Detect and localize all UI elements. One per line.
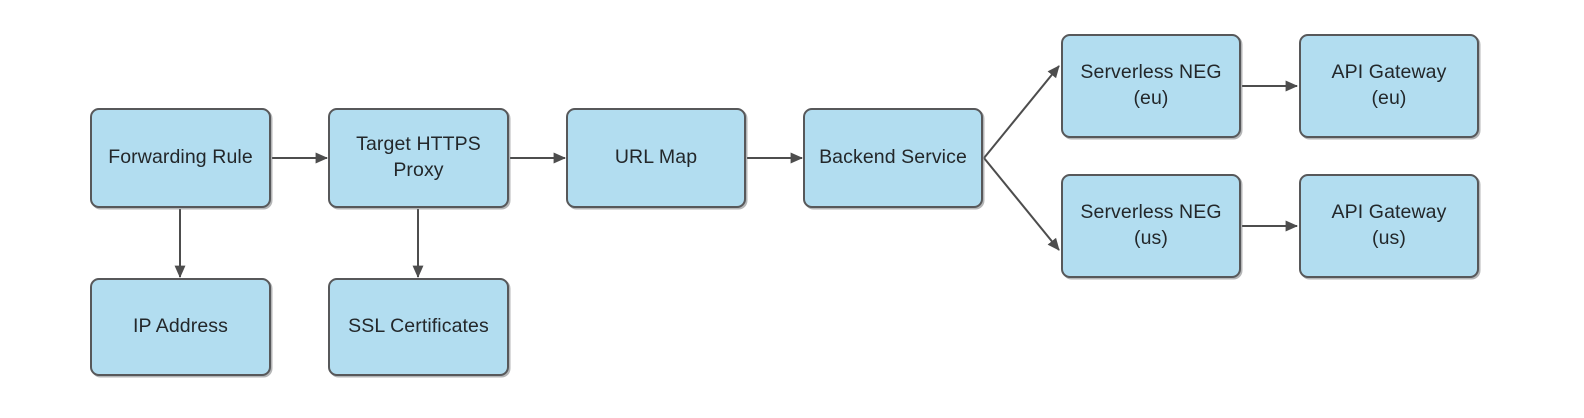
node-label-serverless-neg-eu: Serverless NEG (eu): [1080, 61, 1222, 109]
node-api-gateway-us[interactable]: API Gateway (us): [1299, 174, 1479, 278]
node-url-map[interactable]: URL Map: [566, 108, 746, 208]
node-target-https-proxy[interactable]: Target HTTPS Proxy: [328, 108, 509, 208]
node-serverless-neg-us[interactable]: Serverless NEG (us): [1061, 174, 1241, 278]
node-label-ip-address: IP Address: [133, 315, 228, 338]
node-ssl-certificates[interactable]: SSL Certificates: [328, 278, 509, 376]
node-ip-address[interactable]: IP Address: [90, 278, 271, 376]
node-label-api-gateway-us: API Gateway (us): [1331, 201, 1447, 249]
node-api-gateway-eu[interactable]: API Gateway (eu): [1299, 34, 1479, 138]
node-label-api-gateway-eu: API Gateway (eu): [1331, 61, 1447, 109]
node-label-forwarding-rule: Forwarding Rule: [108, 146, 253, 169]
node-label-url-map: URL Map: [614, 146, 698, 169]
node-serverless-neg-eu[interactable]: Serverless NEG (eu): [1061, 34, 1241, 138]
node-label-ssl-certificates: SSL Certificates: [348, 315, 489, 338]
edge-backend-service-to-serverless-neg-us: [983, 157, 1060, 251]
node-forwarding-rule[interactable]: Forwarding Rule: [90, 108, 271, 208]
node-label-backend-service: Backend Service: [819, 146, 967, 169]
node-label-serverless-neg-us: Serverless NEG (us): [1080, 201, 1222, 249]
node-backend-service[interactable]: Backend Service: [803, 108, 983, 208]
edge-backend-service-to-serverless-neg-eu: [983, 65, 1060, 159]
node-label-target-https-proxy: Target HTTPS Proxy: [356, 133, 481, 181]
